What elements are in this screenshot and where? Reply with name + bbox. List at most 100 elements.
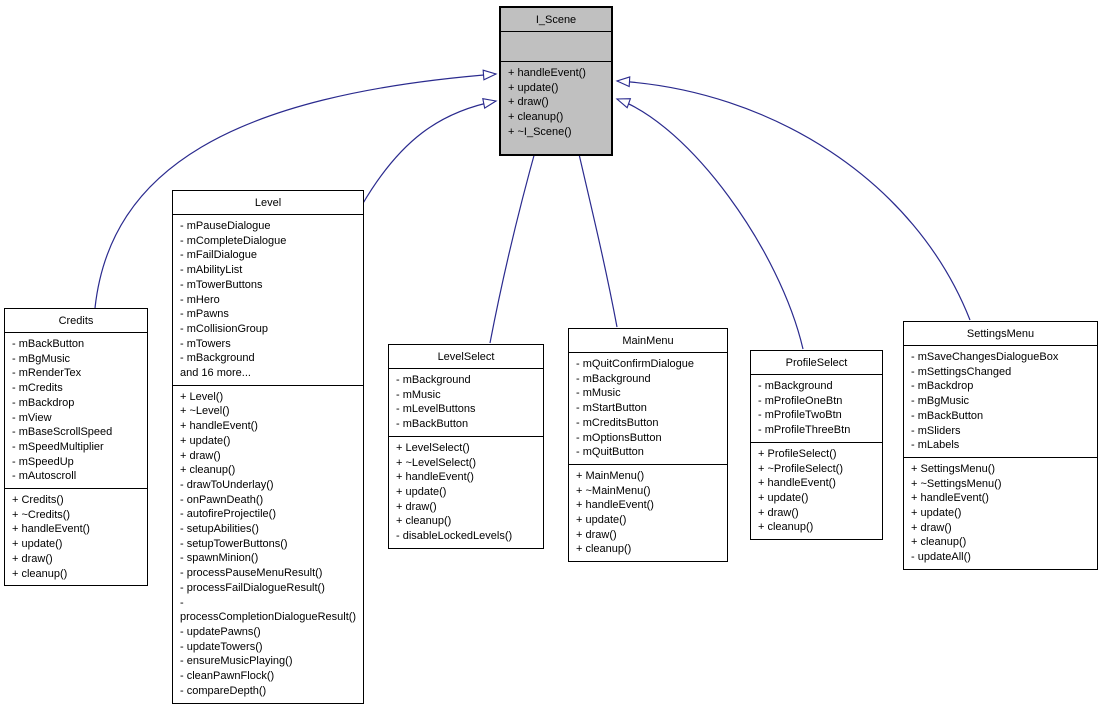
member-line: - mCreditsButton <box>576 416 659 429</box>
member-line: - mOptionsButton <box>576 431 662 444</box>
methods-compartment-level: + Level()+ ~Level()+ handleEvent()+ upda… <box>173 386 363 703</box>
member-line: + draw() <box>758 506 799 519</box>
member-line: + ~SettingsMenu() <box>911 477 1002 490</box>
member-line: - mBaseScrollSpeed <box>12 426 113 439</box>
member-line: - processPauseMenuResult() <box>180 567 323 580</box>
member-line: - processCompletionDialogueResult() <box>180 596 357 624</box>
member-line: - updatePawns() <box>180 625 261 638</box>
member-line: - mPawns <box>180 308 229 321</box>
member-line: + update() <box>911 507 962 520</box>
member-line: - compareDepth() <box>180 684 267 697</box>
member-line: + cleanup() <box>911 536 967 549</box>
member-line: + cleanup() <box>758 521 814 534</box>
class-title-settingsmenu: SettingsMenu <box>904 322 1097 346</box>
member-line: + draw() <box>911 521 952 534</box>
member-line: + handleEvent() <box>396 471 474 484</box>
member-line: - mTowers <box>180 337 231 350</box>
methods-compartment-mainmenu: + MainMenu()+ ~MainMenu()+ handleEvent()… <box>569 465 727 561</box>
member-line: + ~Level() <box>180 405 230 418</box>
class-title-levelselect: LevelSelect <box>389 345 543 369</box>
member-line: + ~MainMenu() <box>576 484 651 497</box>
member-line: + handleEvent() <box>758 477 836 490</box>
member-line: + cleanup() <box>508 111 564 124</box>
class-title-level: Level <box>173 191 363 215</box>
methods-compartment-i-scene: + handleEvent()+ update()+ draw()+ clean… <box>501 62 611 154</box>
member-line: - mBgMusic <box>12 352 71 365</box>
member-line: - mCollisionGroup <box>180 322 269 335</box>
member-line: + SettingsMenu() <box>911 462 996 475</box>
member-line: + MainMenu() <box>576 469 645 482</box>
member-line: + cleanup() <box>396 515 452 528</box>
member-line: + update() <box>576 514 627 527</box>
class-box-credits[interactable]: Credits - mBackButton - mBgMusic - mRender… <box>4 308 148 587</box>
member-line: - mBackground <box>180 352 255 365</box>
member-line: - mMusic <box>576 387 621 400</box>
member-line: - mBackground <box>576 372 651 385</box>
member-line: - drawToUnderlay() <box>180 478 274 491</box>
member-line: - disableLockedLevels() <box>396 530 513 543</box>
inheritance-edge-levelselect <box>489 141 538 344</box>
member-line: - processFailDialogueResult() <box>180 581 325 594</box>
class-title-credits: Credits <box>5 309 147 333</box>
member-line: - mBackButton <box>911 409 984 422</box>
member-line: + update() <box>12 538 63 551</box>
member-line: + ProfileSelect() <box>758 447 837 460</box>
member-line: - mBgMusic <box>911 395 970 408</box>
member-line: - mSpeedMultiplier <box>12 440 104 453</box>
member-line: + draw() <box>180 449 221 462</box>
member-line: and 16 more... <box>180 367 251 380</box>
member-line: + handleEvent() <box>508 67 586 79</box>
member-line: - mPauseDialogue <box>180 220 271 232</box>
class-box-settingsmenu[interactable]: SettingsMenu - mSaveChangesDialogueBox - … <box>903 321 1098 570</box>
member-line: - mAbilityList <box>180 264 243 277</box>
member-line: - mRenderTex <box>12 367 82 380</box>
member-line: + draw() <box>576 528 617 541</box>
member-line: - mLevelButtons <box>396 403 476 416</box>
member-line: - mLabels <box>911 439 960 452</box>
class-box-mainmenu[interactable]: MainMenu - mQuitConfirmDialogue- mBackgr… <box>568 328 728 563</box>
methods-compartment-settingsmenu: + SettingsMenu() + ~SettingsMenu() + handl… <box>904 458 1097 569</box>
member-line: + handleEvent() <box>911 492 989 505</box>
class-title-i-scene: I_Scene <box>501 8 611 32</box>
inheritance-edge-level <box>361 101 496 206</box>
class-box-levelselect[interactable]: LevelSelect - mBackground - mMusic - mLeve… <box>388 344 544 549</box>
attributes-compartment-profileselect: - mBackground- mProfileOneBtn- mProfileT… <box>751 375 882 443</box>
member-line: - mStartButton <box>576 402 647 415</box>
member-line: - mCompleteDialogue <box>180 234 287 247</box>
member-line: - mSaveChangesDialogueBox <box>911 351 1059 363</box>
member-line: + ~Credits() <box>12 508 71 521</box>
member-line: + update() <box>508 81 559 94</box>
member-line: - mQuitConfirmDialogue <box>576 358 694 370</box>
class-box-profileselect[interactable]: ProfileSelect - mBackground- mProfileOne… <box>750 350 883 541</box>
member-line: - mHero <box>180 293 220 306</box>
member-line: - setupAbilities() <box>180 523 259 536</box>
member-line: - cleanPawnFlock() <box>180 670 275 683</box>
member-line: - mCredits <box>12 382 63 395</box>
member-line: - mQuitButton <box>576 446 644 459</box>
attributes-compartment-mainmenu: - mQuitConfirmDialogue - mBackground - mMu… <box>569 353 727 465</box>
member-line: + cleanup() <box>12 567 68 580</box>
member-line: + handleEvent() <box>180 420 258 433</box>
member-line: + Credits() <box>12 494 64 507</box>
member-line: - mView <box>12 411 52 424</box>
member-line: + cleanup() <box>180 464 236 477</box>
member-line: - onPawnDeath() <box>180 493 264 506</box>
member-line: - mBackButton <box>12 338 85 350</box>
member-line: - ensureMusicPlaying() <box>180 655 293 668</box>
member-line: + handleEvent() <box>12 523 90 536</box>
member-line: - spawnMinion() <box>180 552 259 565</box>
methods-compartment-profileselect: + ProfileSelect() + ~ProfileSelect() + han… <box>751 443 882 539</box>
class-box-level[interactable]: Level - mPauseDialogue - mCompleteDialogu… <box>172 190 364 704</box>
member-line: + ~I_Scene() <box>508 125 572 138</box>
member-line: + ~ProfileSelect() <box>758 462 843 475</box>
member-line: + update() <box>180 434 231 447</box>
class-box-i-scene[interactable]: I_Scene + handleEvent()+ update()+ draw(… <box>499 6 613 156</box>
member-line: - mBackground <box>396 374 471 386</box>
inheritance-edge-mainmenu <box>576 141 618 328</box>
methods-compartment-credits: + Credits()+ ~Credits() + handleEvent() + … <box>5 489 147 585</box>
member-line: - mMusic <box>396 388 441 401</box>
attributes-compartment-levelselect: - mBackground- mMusic- mLevelButtons- mB… <box>389 369 543 437</box>
member-line: - mBackground <box>758 380 833 392</box>
member-line: - mSpeedUp <box>12 455 74 468</box>
member-line: - mSettingsChanged <box>911 365 1012 378</box>
